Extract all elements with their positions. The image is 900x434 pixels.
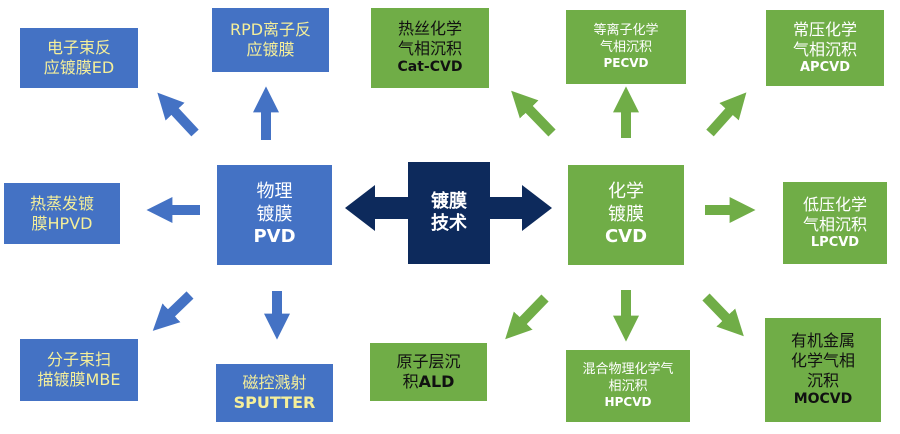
rpd-line2: 应镀膜 (246, 40, 295, 59)
pecvd-box: 等离子化学 气相沉积 PECVD (566, 10, 686, 84)
pecvd-abbr: PECVD (603, 55, 649, 70)
apcvd-box: 常压化学 气相沉积 APCVD (766, 10, 884, 86)
cvd-line1: 化学 (608, 181, 644, 203)
ed-line1: 电子束反 (46, 38, 111, 57)
mbe-box: 分子束扫 描镀膜MBE (20, 339, 138, 401)
pvd-abbr: PVD (253, 226, 296, 248)
apcvd-abbr: APCVD (800, 59, 850, 75)
sputter-line2: SPUTTER (233, 393, 316, 412)
mocvd-abbr: MOCVD (793, 391, 853, 408)
lpcvd-box: 低压化学 气相沉积 LPCVD (783, 182, 887, 264)
cvd-abbr: CVD (604, 226, 648, 248)
catcvd-abbr: Cat-CVD (397, 59, 463, 76)
arrow-cvd-to-mocvd (702, 293, 744, 337)
mbe-line1: 分子束扫 (46, 350, 111, 369)
sputter-box: 磁控溅射 SPUTTER (216, 364, 333, 422)
mocvd-box: 有机金属 化学气相 沉积 MOCVD (765, 318, 881, 422)
center-line2: 技术 (431, 213, 467, 234)
center-coating-tech-box: 镀膜 技术 (408, 162, 490, 264)
ald-line2: 积 (402, 372, 419, 391)
ald-line2-wrap: 积ALD (403, 372, 455, 392)
catcvd-line1: 热丝化学 (397, 19, 462, 39)
arrow-cvd-to-apcvd (706, 92, 747, 137)
catcvd-line2: 气相沉积 (397, 39, 462, 59)
rpd-line1: RPD离子反 (229, 20, 312, 39)
ed-line2: 应镀膜ED (43, 58, 115, 77)
center-line1: 镀膜 (431, 190, 467, 212)
ald-box: 原子层沉 积ALD (370, 343, 487, 401)
pvd-main-box: 物理 镀膜 PVD (217, 165, 332, 265)
arrow-pvd-to-mbe (152, 291, 194, 331)
ald-abbr: ALD (418, 372, 455, 391)
mocvd-line1: 有机金属 (790, 331, 855, 351)
hpcvd-abbr: HPCVD (604, 394, 652, 409)
hpvd-line2: 膜HPVD (31, 213, 93, 233)
hpvd-box: 热蒸发镀 膜HPVD (4, 183, 120, 244)
mbe-line2: 描镀膜MBE (37, 370, 121, 389)
lpcvd-abbr: LPCVD (810, 234, 860, 250)
pecvd-line2: 气相沉积 (599, 39, 652, 55)
apcvd-line2: 气相沉积 (792, 39, 857, 59)
sputter-line1: 磁控溅射 (242, 373, 307, 392)
ald-line1: 原子层沉 (396, 352, 461, 371)
cvd-line2: 镀膜 (608, 203, 644, 225)
hpcvd-line2: 相沉积 (608, 378, 648, 394)
mocvd-line3: 沉积 (806, 371, 839, 391)
pvd-line2: 镀膜 (256, 203, 293, 225)
apcvd-line1: 常压化学 (792, 19, 857, 39)
hpcvd-line1: 混合物理化学气 (582, 362, 674, 378)
cvd-main-box: 化学 镀膜 CVD (568, 165, 684, 265)
rpd-box: RPD离子反 应镀膜 (212, 8, 329, 72)
ed-box: 电子束反 应镀膜ED (20, 28, 138, 88)
pvd-line1: 物理 (256, 181, 293, 203)
lpcvd-line1: 低压化学 (802, 194, 867, 214)
mocvd-line2: 化学气相 (790, 351, 855, 371)
catcvd-box: 热丝化学 气相沉积 Cat-CVD (371, 8, 489, 88)
hpvd-line1: 热蒸发镀 (29, 193, 94, 213)
arrow-pvd-to-ed (157, 92, 199, 137)
arrow-cvd-to-ald (505, 294, 549, 340)
hpcvd-box: 混合物理化学气 相沉积 HPCVD (566, 350, 690, 422)
arrow-cvd-to-catcvd (511, 90, 556, 137)
pecvd-line1: 等离子化学 (593, 23, 659, 39)
lpcvd-line2: 气相沉积 (802, 214, 867, 234)
